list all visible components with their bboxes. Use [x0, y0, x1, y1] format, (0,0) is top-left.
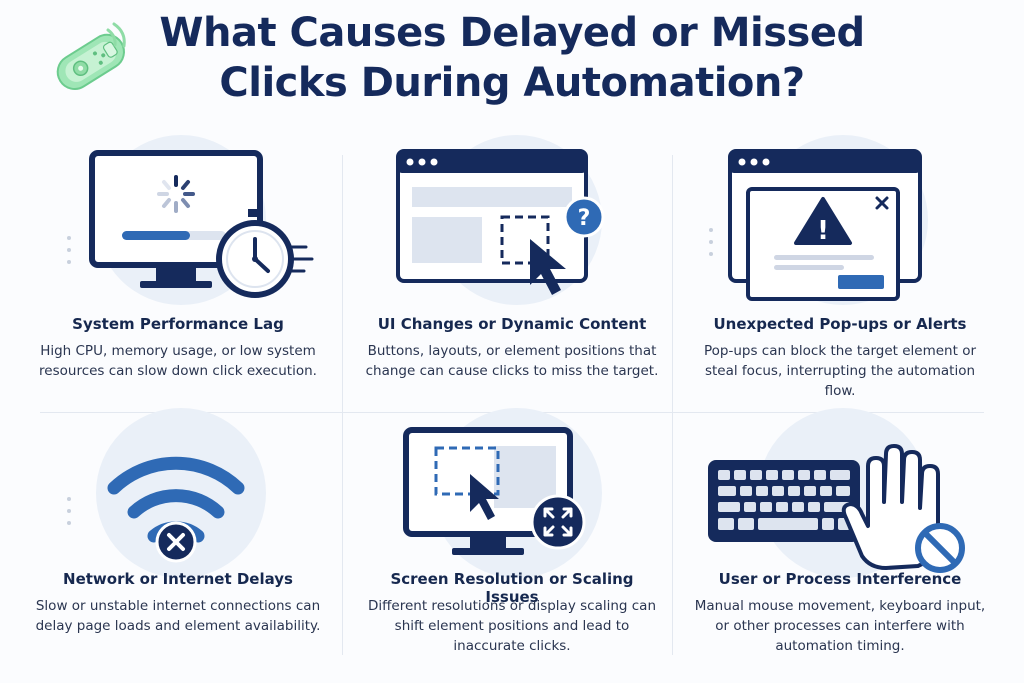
column-divider [342, 155, 343, 655]
mouse-cursor-logo-icon [56, 22, 126, 90]
cause-card-network: Network or Internet Delays Slow or unsta… [28, 408, 328, 634]
cause-description: Different resolutions or display scaling… [367, 598, 657, 654]
cause-description: High CPU, memory usage, or low system re… [39, 343, 317, 379]
monitor-scaling-icon [403, 427, 586, 555]
keyboard-hand-block-icon [708, 444, 965, 573]
cause-card-interference: User or Process Interference Manual mous… [690, 408, 990, 654]
cause-title: User or Process Interference [718, 570, 962, 588]
browser-moved-target-icon: ? [396, 149, 605, 295]
page-title: What Causes Delayed or Missed Clicks Dur… [0, 8, 1024, 108]
cause-card-ui-changes: ? UI Changes or Dynamic Content Buttons,… [362, 135, 662, 379]
cause-title: Unexpected Pop-ups or Alerts [713, 315, 967, 333]
column-divider [672, 155, 673, 655]
warning-badge: ! [817, 216, 829, 246]
question-badge: ? [578, 206, 591, 231]
title-line-2: Clicks During Automation? [219, 60, 805, 106]
wifi-error-icon [107, 456, 245, 563]
cause-description: Buttons, layouts, or element positions t… [365, 343, 659, 379]
title-line-1: What Causes Delayed or Missed [159, 10, 865, 56]
cause-title: System Performance Lag [72, 315, 284, 333]
causes-grid: System Performance Lag High CPU, memory … [0, 135, 1024, 675]
cause-description: Pop-ups can block the target element or … [703, 343, 977, 399]
cause-card-performance: System Performance Lag High CPU, memory … [28, 135, 328, 379]
popup-warning-icon: ! [728, 149, 922, 301]
cause-card-popups: ! Unexpected Pop-ups or Alerts Pop-ups c… [690, 135, 990, 399]
decorative-dots [67, 497, 71, 525]
cause-title: Network or Internet Delays [63, 570, 293, 588]
cause-description: Manual mouse movement, keyboard input, o… [694, 598, 986, 654]
cause-title: Screen Resolution or Scaling Issues [390, 570, 634, 606]
monitor-loading-stopwatch-icon [89, 150, 314, 298]
cause-title: UI Changes or Dynamic Content [377, 315, 647, 333]
cause-description: Slow or unstable internet connections ca… [35, 598, 321, 634]
decorative-dots [709, 228, 713, 256]
decorative-dots [67, 236, 71, 264]
cause-card-resolution: Screen Resolution or Scaling Issues Diff… [362, 408, 662, 654]
